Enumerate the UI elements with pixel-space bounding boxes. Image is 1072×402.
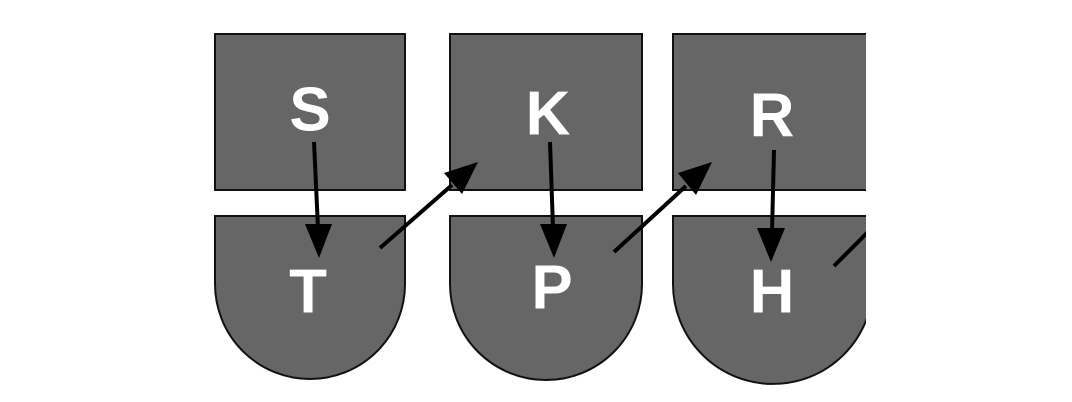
column-2: K P <box>449 33 643 381</box>
bottom-key-3 <box>672 215 866 385</box>
top-key-1-label: S <box>289 75 330 144</box>
bottom-key-2-label: P <box>531 253 572 322</box>
arrow-top-3-to-bottom-3 <box>757 149 785 262</box>
top-key-3-label: R <box>750 81 795 150</box>
bottom-key-1 <box>214 215 406 380</box>
arrow-top-2-to-bottom-2 <box>540 141 567 258</box>
arrow-top-1-to-bottom-1 <box>305 141 332 258</box>
top-key-2-label: K <box>526 79 571 148</box>
bottom-key-2 <box>449 215 643 381</box>
arrow-bottom-3-outgoing <box>832 231 866 268</box>
top-key-2 <box>449 33 643 191</box>
top-key-3 <box>672 33 866 191</box>
arrow-bottom-1-to-top-2 <box>378 162 478 250</box>
bottom-key-3-label: H <box>750 257 795 326</box>
column-1: S T <box>214 33 406 380</box>
top-key-1 <box>214 33 406 191</box>
column-3: R H <box>672 33 866 385</box>
arrow-bottom-2-to-top-3 <box>612 162 712 254</box>
bottom-key-1-label: T <box>289 257 327 326</box>
